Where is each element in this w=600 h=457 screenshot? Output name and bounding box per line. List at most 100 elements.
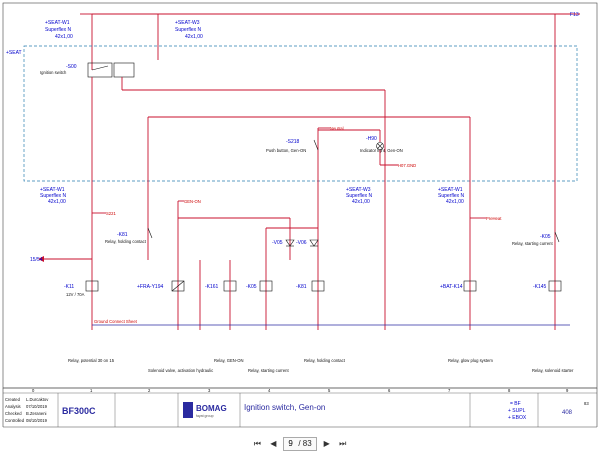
- model-label: BF300C: [62, 406, 96, 416]
- svg-text:fayat group: fayat group: [196, 414, 214, 418]
- svg-text:-S00: -S00: [66, 64, 77, 70]
- svg-text:-K11: -K11: [64, 284, 74, 290]
- svg-text:Analysis: Analysis: [5, 404, 21, 409]
- diode-v05: -V05: [272, 239, 295, 247]
- svg-text:Superflex N: Superflex N: [346, 193, 373, 199]
- svg-text:Superflex N: Superflex N: [40, 193, 67, 199]
- diode-v06: -V06: [296, 239, 319, 247]
- caption-y194: Solenoid valve, activation hydraulic: [148, 368, 213, 373]
- svg-text:07/10/2019: 07/10/2019: [26, 404, 48, 409]
- svg-text:+SEAT-W1: +SEAT-W1: [45, 20, 70, 26]
- svg-text:Superflex N: Superflex N: [45, 27, 72, 33]
- svg-text:42x1,00: 42x1,00: [55, 34, 73, 40]
- svg-text:BOMAG: BOMAG: [196, 404, 227, 413]
- svg-text:+BAT-K14: +BAT-K14: [440, 284, 463, 290]
- svg-text:-K81: -K81: [117, 232, 128, 238]
- svg-text:+SEAT-W1: +SEAT-W1: [40, 187, 65, 193]
- svg-text:8: 8: [508, 388, 511, 393]
- relay-contact-k81: -K81 Relay, holding contact: [105, 227, 153, 244]
- svg-text:B.Zeraneni: B.Zeraneni: [26, 411, 47, 416]
- svg-text:12V / 70A: 12V / 70A: [66, 292, 85, 297]
- svg-text:42x1,00: 42x1,00: [48, 199, 66, 205]
- caption-k14: Relay, glow plug system: [448, 358, 493, 363]
- svg-text:9: 9: [566, 388, 569, 393]
- svg-text:6: 6: [388, 388, 391, 393]
- svg-text:+ EBOX: + EBOX: [508, 415, 527, 421]
- indicator-light-h90: -H90 Indicator light, Gen-ON: [360, 136, 403, 153]
- gen-on-label: GEN-ON: [184, 199, 201, 204]
- svg-text:1: 1: [90, 388, 93, 393]
- svg-text:Ignition switch: Ignition switch: [40, 70, 67, 75]
- bomag-logo: BOMAG fayat group: [183, 402, 227, 418]
- relay-coil-k05: -K05: [246, 280, 273, 292]
- svg-text:Relay, holding contact: Relay, holding contact: [105, 239, 147, 244]
- terminal-15-54: 15/54: [30, 257, 43, 263]
- h07-gnd-label: H07.GND: [398, 163, 416, 168]
- relay-contact-k05-top: -K05 Relay, starting current: [512, 231, 560, 246]
- svg-text:Controlled: Controlled: [5, 418, 25, 423]
- svg-text:Relay, starting current: Relay, starting current: [512, 241, 553, 246]
- caption-k05: Relay, starting current: [248, 368, 289, 373]
- svg-text:-H90: -H90: [366, 136, 377, 142]
- ignition-switch-s00: -S00 Ignition switch: [40, 62, 135, 78]
- svg-text:42x1,00: 42x1,00: [446, 199, 464, 205]
- preheat-label: PreHeat: [486, 216, 502, 221]
- sheet-number: 408: [562, 410, 573, 416]
- seat-w3-top-label: +SEAT-W3 Superflex N 42x1,00: [175, 20, 203, 40]
- svg-text:4: 4: [268, 388, 271, 393]
- page-number-input[interactable]: [288, 439, 299, 448]
- solenoid-valve-fra-y194: +FRA-Y194: [137, 280, 185, 292]
- svg-text:-K05: -K05: [540, 234, 551, 240]
- svg-text:42x1,00: 42x1,00: [185, 34, 203, 40]
- ground-connect-label: Ground Connect Sheet: [94, 319, 138, 324]
- prev-page-button[interactable]: ◀: [270, 439, 277, 448]
- svg-text:-V05: -V05: [272, 240, 283, 246]
- sheet-title: Ignition switch, Gen-on: [244, 403, 325, 412]
- caption-k81: Relay, holding contact: [304, 358, 346, 363]
- svg-text:2: 2: [148, 388, 151, 393]
- caption-k11: Relay, potential 30 on 15: [68, 358, 115, 363]
- seat-area-label: +SEAT: [6, 50, 22, 56]
- svg-text:+SEAT-W1: +SEAT-W1: [438, 187, 463, 193]
- svg-text:Checked: Checked: [5, 411, 22, 416]
- caption-k145: Relay, solenoid starter: [532, 368, 574, 373]
- seat-boundary: [23, 45, 578, 182]
- next-page-button[interactable]: ▶: [323, 439, 330, 448]
- svg-text:-K161: -K161: [205, 284, 219, 290]
- relay-coil-k11: -K11 12V / 70A: [64, 280, 99, 297]
- svg-text:0: 0: [32, 388, 35, 393]
- seat-w3-mid-label: +SEAT-W3 Superflex N 42x1,00: [346, 187, 373, 205]
- pdf-nav-toolbar: ⏮ ◀ / 83 ▶ ⏭: [0, 430, 600, 457]
- push-button-s218: -S218 Push button, Gen-ON: [266, 139, 319, 153]
- schematic-sheet: +SEAT-W1 Superflex N 42x1,00 +SEAT-W3 Su…: [2, 2, 598, 428]
- svg-text:L.Durcaktov: L.Durcaktov: [26, 397, 49, 402]
- caption-k161: Relay, GEN-ON: [214, 358, 243, 363]
- svg-text:+SEAT-W3: +SEAT-W3: [175, 20, 200, 26]
- title-block: 0 1 2 3 4 5 6 7 8 9 Created L.Durcaktov …: [2, 387, 598, 428]
- svg-text:3: 3: [208, 388, 211, 393]
- svg-text:-V06: -V06: [296, 240, 307, 246]
- seat-w1-mid-label: +SEAT-W1 Superflex N 42x1,00: [40, 187, 67, 205]
- last-page-button[interactable]: ⏭: [339, 438, 347, 448]
- svg-text:-K145: -K145: [533, 284, 547, 290]
- svg-text:Superflex N: Superflex N: [175, 27, 202, 33]
- svg-text:08/10/2019: 08/10/2019: [26, 418, 48, 423]
- svg-text:Created: Created: [5, 397, 21, 402]
- svg-text:Push button, Gen-ON: Push button, Gen-ON: [266, 148, 306, 153]
- first-page-button[interactable]: ⏮: [253, 438, 261, 448]
- svg-text:Superflex N: Superflex N: [438, 193, 465, 199]
- relay-coil-k145: -K145: [533, 280, 562, 292]
- neutral-label: Neutral: [330, 126, 344, 131]
- svg-text:83: 83: [584, 401, 589, 406]
- svg-text:+FRA-Y194: +FRA-Y194: [137, 284, 163, 290]
- svg-text:-S218: -S218: [286, 139, 300, 145]
- page-indicator: / 83: [283, 436, 317, 451]
- relay-coil-bat-k14: +BAT-K14: [440, 280, 477, 292]
- svg-text:5: 5: [328, 388, 331, 393]
- svg-text:+SEAT-W3: +SEAT-W3: [346, 187, 371, 193]
- svg-text:42x1,00: 42x1,00: [352, 199, 370, 205]
- seat-w1-right-label: +SEAT-W1 Superflex N 42x1,00: [438, 187, 465, 205]
- seat-w1-top-label: +SEAT-W1 Superflex N 42x1,00: [45, 20, 73, 40]
- svg-text:-K81: -K81: [296, 284, 307, 290]
- svg-text:Indicator light, Gen-ON: Indicator light, Gen-ON: [360, 148, 403, 153]
